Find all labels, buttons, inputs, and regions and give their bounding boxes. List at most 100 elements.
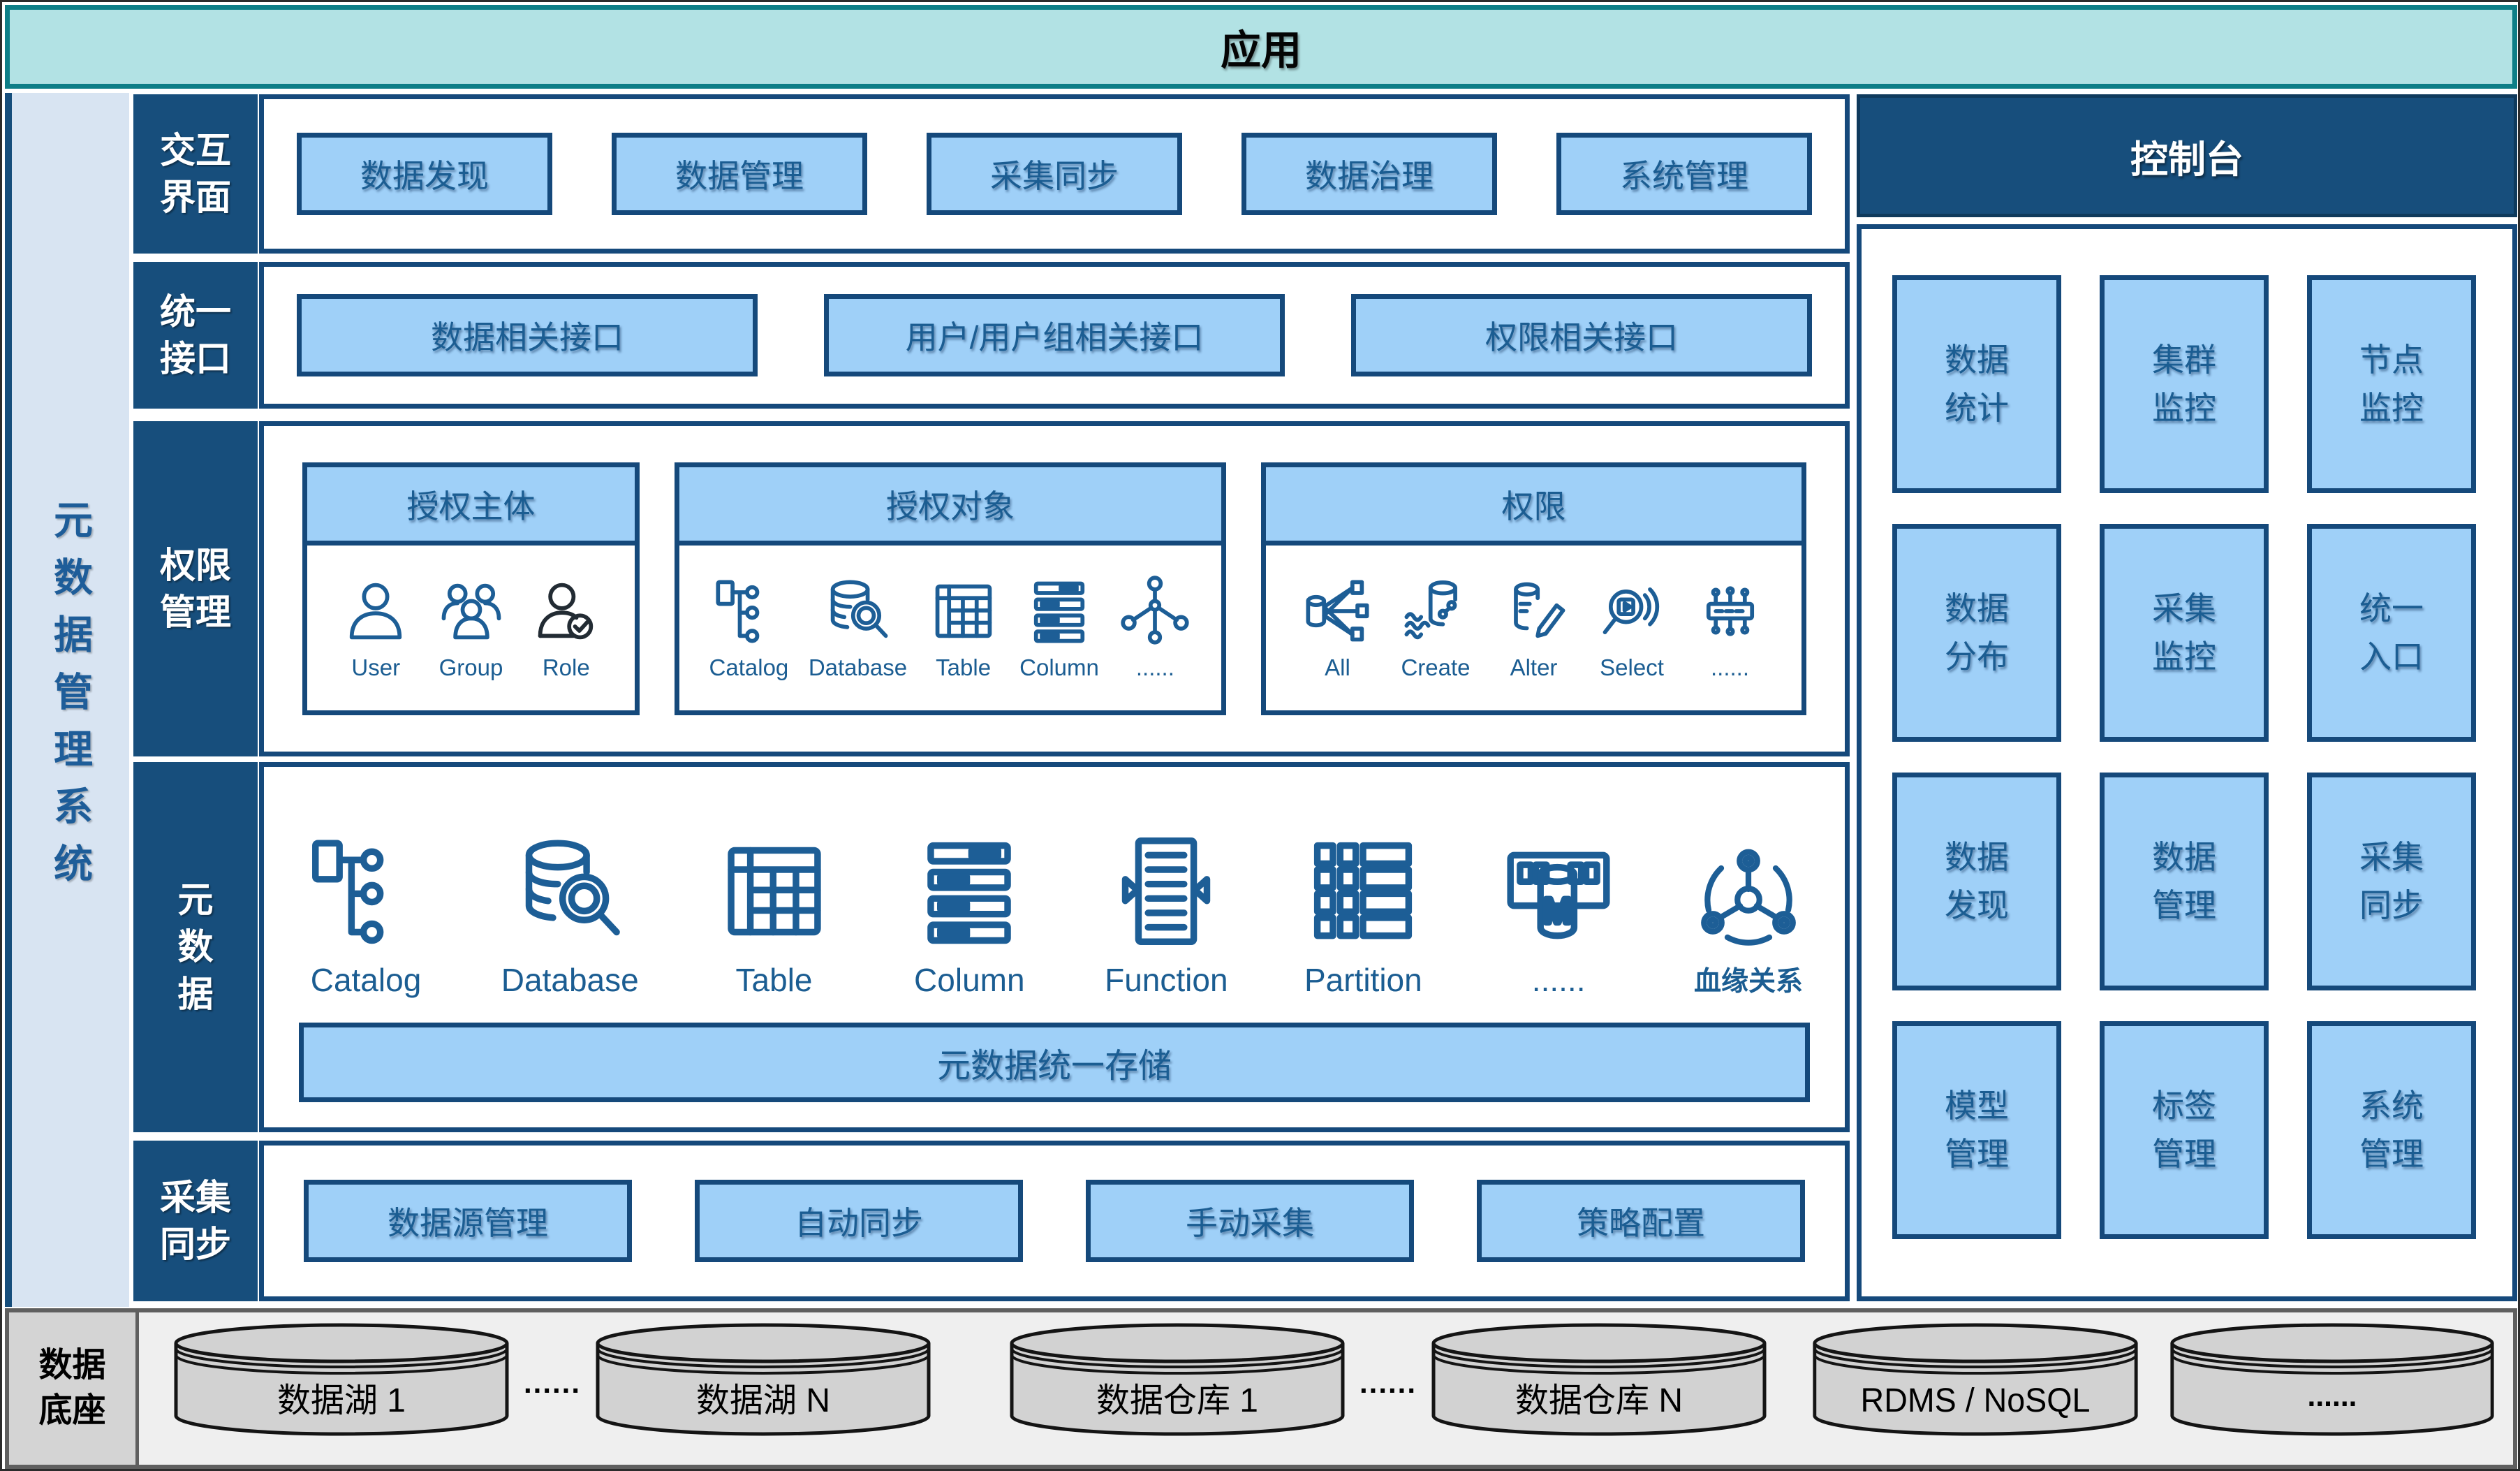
table-icon bbox=[714, 831, 834, 951]
entity-function: Function bbox=[1105, 831, 1228, 999]
column-icon bbox=[1023, 575, 1096, 647]
application-band-title: 应用 bbox=[1220, 28, 1302, 73]
metadata-row: Catalog Database Table Column Function P… bbox=[259, 762, 1850, 1132]
object-database: Database bbox=[809, 575, 907, 681]
module-data-management: 数据管理 bbox=[612, 133, 867, 215]
privilege-alter: Alter bbox=[1498, 575, 1570, 681]
row-label-collection-text: 采集同步 bbox=[159, 1177, 231, 1264]
privilege-create-label: Create bbox=[1401, 654, 1471, 680]
store-datalake-1: 数据湖 1 bbox=[172, 1322, 511, 1455]
module-datasource-management: 数据源管理 bbox=[304, 1180, 632, 1262]
store-more: ...... bbox=[2168, 1322, 2496, 1455]
cylinder-icon: 数据湖 1 bbox=[174, 1323, 509, 1436]
entity-table: Table bbox=[714, 831, 834, 999]
svg-text:......: ...... bbox=[2308, 1379, 2357, 1413]
create-privilege-icon bbox=[1399, 575, 1472, 647]
privilege-alter-label: Alter bbox=[1510, 654, 1558, 680]
cylinder-icon: ...... bbox=[2170, 1323, 2494, 1436]
all-privilege-icon bbox=[1302, 575, 1374, 647]
subject-user: User bbox=[339, 575, 412, 681]
entity-more: ...... bbox=[1498, 831, 1619, 999]
subject-user-label: User bbox=[351, 654, 401, 680]
module-collect-sync: 采集同步 bbox=[927, 133, 1182, 215]
cylinder-icon: 数据仓库 1 bbox=[1010, 1323, 1345, 1436]
object-catalog-label: Catalog bbox=[709, 654, 789, 680]
row-label-api-text: 统一接口 bbox=[159, 291, 231, 379]
permission-row: 授权主体 User Group Role 授权对象 bbox=[259, 421, 1850, 756]
interaction-row: 数据发现 数据管理 采集同步 数据治理 系统管理 bbox=[259, 94, 1850, 254]
console-cell-tag-management: 标签管理 bbox=[2100, 1021, 2269, 1239]
group-authorization-object-body: Catalog Database Table Column ...... bbox=[679, 546, 1221, 710]
console-cell-data-distribution: 数据分布 bbox=[1892, 524, 2061, 742]
row-label-metadata-text: 元数据 bbox=[177, 880, 214, 1014]
user-icon bbox=[339, 575, 412, 647]
alter-privilege-icon bbox=[1498, 575, 1570, 647]
database-search-icon bbox=[821, 575, 894, 647]
row-label-permission-text: 权限管理 bbox=[159, 545, 231, 632]
svg-text:数据湖 1: 数据湖 1 bbox=[277, 1382, 406, 1419]
object-more-label: ...... bbox=[1135, 654, 1174, 680]
svg-text:数据仓库 1: 数据仓库 1 bbox=[1096, 1382, 1258, 1419]
object-table-label: Table bbox=[936, 654, 992, 680]
console-cell-data-discovery: 数据发现 bbox=[1892, 773, 2061, 990]
console-cell-cluster-monitor: 集群监控 bbox=[2100, 275, 2269, 493]
object-column-label: Column bbox=[1019, 654, 1099, 680]
column-icon bbox=[909, 831, 1029, 951]
table-icon bbox=[927, 575, 1000, 647]
privilege-more: ...... bbox=[1694, 575, 1767, 681]
entity-partition-label: Partition bbox=[1304, 962, 1422, 998]
data-foundation-band: 数据底座 数据湖 1 ...... 数据湖 N bbox=[5, 1308, 2517, 1469]
console-cell-unified-entry: 统一入口 bbox=[2307, 524, 2476, 742]
store-warehouse-n: 数据仓库 N bbox=[1429, 1322, 1769, 1455]
console-panel: 数据统计 集群监控 节点监控 数据分布 采集监控 统一入口 数据发现 数据管理 … bbox=[1857, 224, 2517, 1301]
entity-column: Column bbox=[909, 831, 1029, 999]
object-catalog: Catalog bbox=[709, 575, 789, 681]
group-privileges-body: All Create Alter Select ...... bbox=[1266, 546, 1801, 710]
entity-table-label: Table bbox=[735, 962, 813, 998]
api-user-group: 用户/用户组相关接口 bbox=[824, 294, 1285, 376]
entity-lineage-label: 血缘关系 bbox=[1693, 967, 1803, 997]
console-cell-collect-sync: 采集同步 bbox=[2307, 773, 2476, 990]
api-row: 数据相关接口 用户/用户组相关接口 权限相关接口 bbox=[259, 262, 1850, 409]
svg-text:数据仓库 N: 数据仓库 N bbox=[1515, 1382, 1683, 1419]
system-title: 元数据管理系统 bbox=[48, 499, 93, 900]
row-label-api: 统一接口 bbox=[133, 262, 258, 409]
privilege-more-label: ...... bbox=[1710, 654, 1749, 680]
memory-icon bbox=[1498, 831, 1619, 951]
lineage-icon bbox=[1696, 845, 1801, 950]
ellipsis-separator: ...... bbox=[523, 1366, 581, 1399]
object-table: Table bbox=[927, 575, 1000, 681]
cylinder-icon: RDMS / NoSQL bbox=[1813, 1323, 2138, 1436]
store-rdms-nosql: RDMS / NoSQL bbox=[1811, 1322, 2140, 1455]
ellipsis-separator: ...... bbox=[1359, 1366, 1417, 1399]
row-label-interaction-text: 交互界面 bbox=[159, 130, 231, 217]
object-database-label: Database bbox=[808, 654, 908, 680]
entity-catalog: Catalog bbox=[306, 831, 426, 999]
privilege-all: All bbox=[1302, 575, 1374, 681]
privilege-all-label: All bbox=[1325, 654, 1350, 680]
console-cell-collect-monitor: 采集监控 bbox=[2100, 524, 2269, 742]
data-foundation-label-text: 数据底座 bbox=[38, 1347, 106, 1429]
module-data-governance: 数据治理 bbox=[1241, 133, 1497, 215]
group-privileges: 权限 All Create Alter Select bbox=[1261, 462, 1806, 715]
subject-role: Role bbox=[530, 575, 603, 681]
application-band: 应用 bbox=[5, 5, 2517, 89]
privilege-select-label: Select bbox=[1600, 654, 1664, 680]
subject-group: Group bbox=[435, 575, 508, 681]
privilege-select: Select bbox=[1596, 575, 1668, 681]
entity-lineage: 血缘关系 bbox=[1694, 845, 1803, 999]
svg-text:数据湖 N: 数据湖 N bbox=[696, 1382, 830, 1419]
row-label-interaction: 交互界面 bbox=[133, 94, 258, 254]
catalog-icon bbox=[712, 575, 785, 647]
subject-role-label: Role bbox=[542, 654, 590, 680]
group-authorization-subject-title: 授权主体 bbox=[307, 467, 635, 546]
catalog-icon bbox=[306, 831, 426, 951]
svg-text:RDMS / NoSQL: RDMS / NoSQL bbox=[1861, 1382, 2091, 1419]
entity-database-label: Database bbox=[501, 962, 639, 998]
object-column: Column bbox=[1019, 575, 1099, 681]
group-authorization-object-title: 授权对象 bbox=[679, 467, 1221, 546]
partition-icon bbox=[1303, 831, 1423, 951]
api-data: 数据相关接口 bbox=[297, 294, 758, 376]
api-permission: 权限相关接口 bbox=[1351, 294, 1812, 376]
